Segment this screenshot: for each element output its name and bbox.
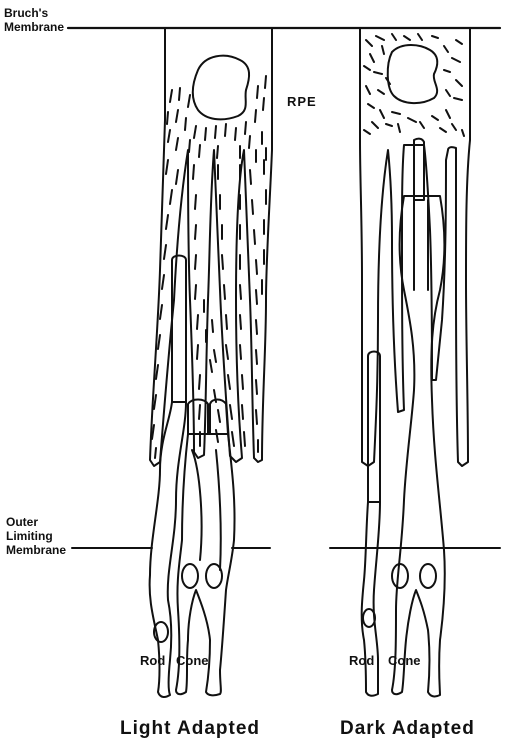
olm-label-line3: Membrane (6, 543, 66, 557)
bruchs-label-line2: Membrane (4, 20, 64, 34)
rpe-label: RPE (287, 94, 317, 109)
bruchs-membrane-label: Bruch's Membrane (4, 6, 64, 34)
dark-rod-label: Rod (349, 654, 374, 668)
dark-adapted-caption: Dark Adapted (340, 718, 475, 740)
dark-melanin-granules (364, 34, 464, 136)
dark-cone-inner-lines (414, 200, 428, 290)
light-rpe-nucleus (193, 56, 249, 120)
dark-cone-body (392, 196, 445, 696)
light-cone-nucleus-a (182, 564, 198, 588)
olm-label-line1: Outer (6, 515, 66, 529)
light-rpe-outline (150, 28, 272, 466)
dark-cone-nucleus-a (392, 564, 408, 588)
dark-cone-label: Cone (388, 654, 421, 668)
dark-rod-nucleus (363, 609, 375, 627)
dark-adapted-cell (360, 28, 470, 696)
light-cone-nucleus-b (206, 564, 222, 588)
olm-label: Outer Limiting Membrane (6, 515, 66, 557)
light-cone-ellipsoid-line (192, 450, 221, 570)
bruchs-label-line1: Bruch's (4, 6, 64, 20)
light-rod-label: Rod (140, 654, 165, 668)
dark-rod-outer-segment-tall (414, 139, 424, 200)
light-rod-outer-segment (172, 256, 186, 403)
dark-rpe-nucleus (388, 45, 438, 103)
olm-label-line2: Limiting (6, 529, 66, 543)
light-cone-label: Cone (176, 654, 209, 668)
light-adapted-cell (150, 28, 272, 697)
dark-cone-nucleus-b (420, 564, 436, 588)
light-adapted-caption: Light Adapted (120, 718, 260, 740)
